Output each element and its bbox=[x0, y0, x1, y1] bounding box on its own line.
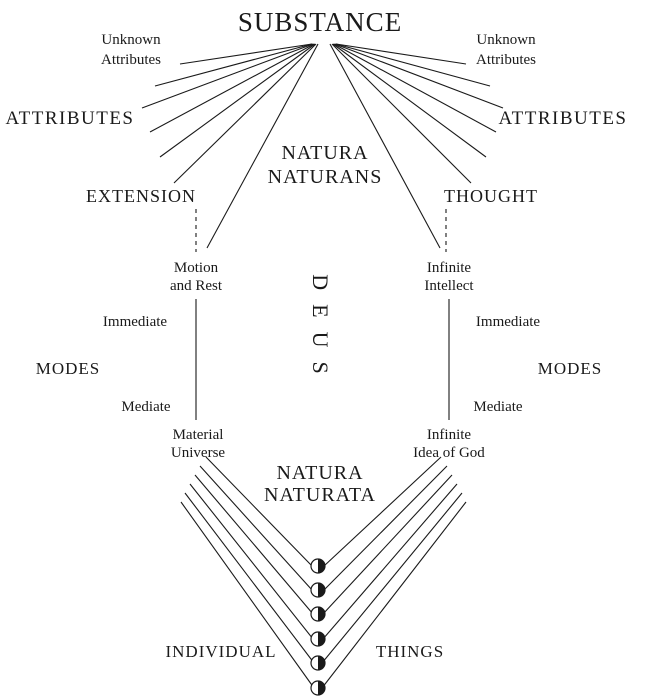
convergence-right bbox=[321, 456, 467, 689]
converge-line bbox=[322, 483, 458, 640]
thing-node-half-icon bbox=[318, 656, 325, 670]
converge-line bbox=[205, 456, 313, 567]
right-modes-label: MODES bbox=[538, 359, 603, 378]
converge-line bbox=[189, 483, 314, 640]
thing-node-half-icon bbox=[318, 607, 325, 621]
fan-line bbox=[154, 43, 313, 87]
thought-label: THOUGHT bbox=[444, 186, 538, 206]
individual-things-nodes bbox=[310, 558, 326, 696]
motion-and-rest-line2: and Rest bbox=[170, 278, 223, 294]
fan-line bbox=[329, 43, 441, 249]
converge-line bbox=[199, 465, 313, 591]
substance-fan-right bbox=[329, 43, 504, 249]
converge-line bbox=[323, 465, 448, 591]
converge-line bbox=[180, 501, 315, 689]
converge-line bbox=[321, 492, 463, 664]
substance-label: SUBSTANCE bbox=[238, 7, 402, 37]
individual-label: INDIVIDUAL bbox=[165, 642, 276, 661]
converge-line bbox=[322, 474, 453, 615]
motion-and-rest-line1: Motion bbox=[174, 260, 219, 276]
fan-line bbox=[335, 43, 467, 65]
deus-label: DEUS bbox=[308, 274, 333, 387]
right-immediate-label: Immediate bbox=[476, 314, 540, 330]
things-label: THINGS bbox=[376, 642, 444, 661]
natura-naturata-line2: NATURATA bbox=[264, 484, 376, 506]
fan-line bbox=[334, 43, 504, 109]
converge-line bbox=[323, 456, 442, 567]
converge-line bbox=[194, 474, 314, 615]
fan-line bbox=[173, 43, 317, 184]
material-universe-line2: Universe bbox=[171, 445, 225, 461]
natura-naturans-line2: NATURANS bbox=[268, 166, 383, 188]
thing-node-half-icon bbox=[318, 632, 325, 646]
extension-label: EXTENSION bbox=[86, 186, 196, 206]
converge-line bbox=[321, 501, 467, 689]
right-mediate-label: Mediate bbox=[473, 399, 522, 415]
left-immediate-label: Immediate bbox=[103, 314, 167, 330]
substance-fan-left bbox=[141, 43, 319, 249]
fan-line bbox=[335, 43, 491, 87]
converge-line bbox=[184, 492, 315, 664]
fan-line bbox=[332, 43, 487, 158]
left-mediate-label: Mediate bbox=[121, 399, 170, 415]
material-universe-line1: Material bbox=[173, 427, 224, 443]
thing-node-half-icon bbox=[318, 583, 325, 597]
natura-naturata-line1: NATURA bbox=[276, 462, 363, 484]
infinite-intellect-line1: Infinite bbox=[427, 260, 471, 276]
infinite-idea-of-god-line2: Idea of God bbox=[413, 445, 485, 461]
right-unknown-attributes-line2: Attributes bbox=[476, 52, 536, 68]
left-attributes-label: ATTRIBUTES bbox=[6, 108, 135, 129]
convergence-left bbox=[180, 456, 315, 689]
left-unknown-attributes-line2: Attributes bbox=[101, 52, 161, 68]
thing-node-half-icon bbox=[318, 681, 325, 695]
natura-naturans-line1: NATURA bbox=[281, 142, 368, 164]
right-unknown-attributes-line1: Unknown bbox=[476, 32, 536, 48]
left-unknown-attributes-line1: Unknown bbox=[101, 32, 161, 48]
infinite-idea-of-god-line1: Infinite bbox=[427, 427, 471, 443]
infinite-intellect-line2: Intellect bbox=[424, 278, 474, 294]
thing-node-half-icon bbox=[318, 559, 325, 573]
fan-line bbox=[333, 43, 497, 133]
right-attributes-label: ATTRIBUTES bbox=[499, 108, 628, 129]
fan-line bbox=[141, 43, 314, 109]
fan-line bbox=[149, 43, 315, 133]
fan-line bbox=[331, 43, 472, 184]
fan-line bbox=[206, 43, 319, 249]
fan-line bbox=[179, 43, 313, 65]
fan-line bbox=[159, 43, 316, 158]
left-modes-label: MODES bbox=[36, 359, 101, 378]
